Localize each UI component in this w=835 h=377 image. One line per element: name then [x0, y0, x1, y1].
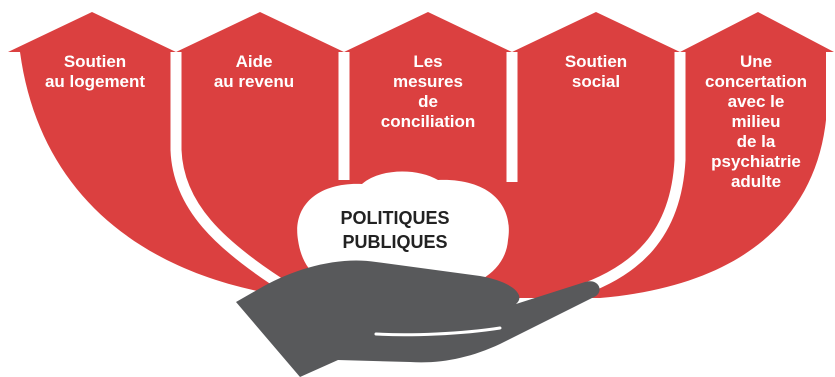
arrow-label-conciliation: Les mesures de conciliation — [380, 52, 476, 131]
arrow-label-concertation: Une concertation avec le milieu de la ps… — [704, 52, 808, 191]
arrow-label-social: Soutien social — [564, 52, 628, 91]
arrow-separators — [170, 52, 686, 298]
center-title-line1: POLITIQUES — [340, 208, 450, 228]
arrow-label-revenu: Aide au revenu — [213, 52, 295, 91]
center-title-line2: PUBLIQUES — [342, 232, 448, 252]
hand-thumb-crease — [374, 326, 502, 337]
center-title: POLITIQUES PUBLIQUES — [320, 206, 470, 254]
arrow-label-logement: Soutien au logement — [44, 52, 146, 91]
open-hand-icon — [236, 260, 600, 377]
